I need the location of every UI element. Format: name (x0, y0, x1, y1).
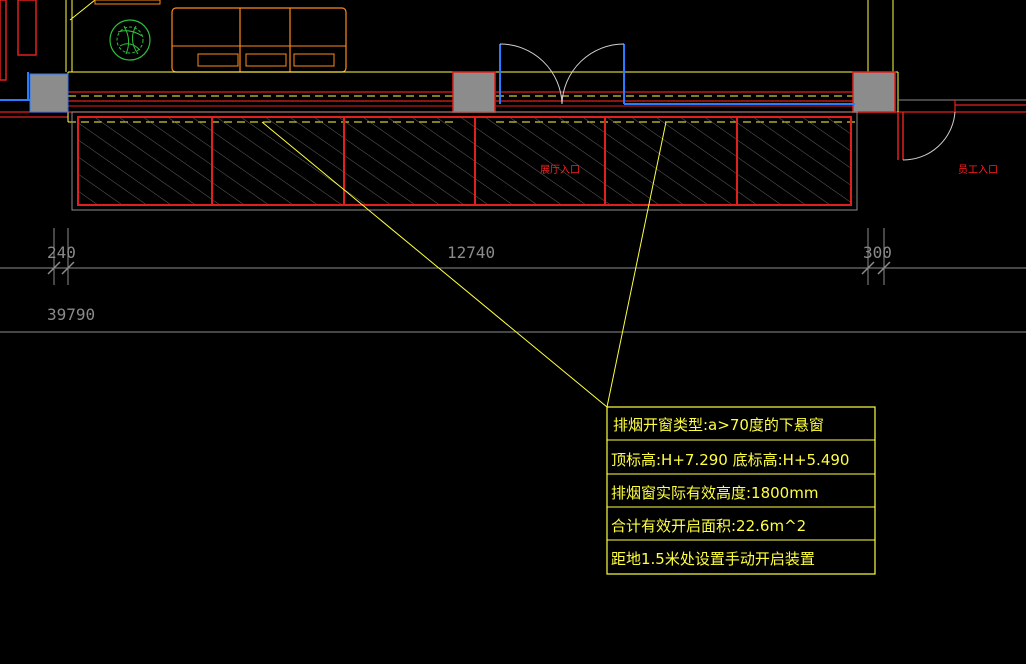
dimension-total-39790: 39790 (47, 305, 95, 324)
double-door (499, 43, 855, 105)
note-line-opening-area: 合计有效开启面积:22.6m^2 (611, 517, 806, 535)
dimension-300: 300 (863, 243, 892, 262)
hall-entrance-label: 展厅入口 (540, 164, 580, 176)
leader-lines (261, 121, 667, 408)
cabinet-furniture (171, 7, 347, 73)
right-wall-fragment (867, 0, 894, 72)
dimension-lines (0, 228, 1026, 333)
dimension-240: 240 (47, 243, 76, 262)
note-line-elevations: 顶标高:H+7.290 底标高:H+5.490 (611, 451, 849, 469)
dimension-12740: 12740 (447, 243, 495, 262)
note-line-manual-device: 距地1.5米处设置手动开启装置 (611, 550, 815, 568)
staff-entrance-label: 员工入口 (958, 164, 998, 176)
smoke-window-panels (71, 111, 858, 211)
smoke-window-note-table[interactable]: 排烟开窗类型:a>70度的下悬窗 顶标高:H+7.290 底标高:H+5.490… (606, 406, 876, 575)
left-wall-fragment (0, 0, 161, 101)
note-line-window-type: 排烟开窗类型:a>70度的下悬窗 (613, 416, 824, 434)
plant-symbol (109, 19, 151, 61)
note-line-effective-height: 排烟窗实际有效高度:1800mm (611, 484, 818, 502)
staff-door (897, 111, 956, 161)
